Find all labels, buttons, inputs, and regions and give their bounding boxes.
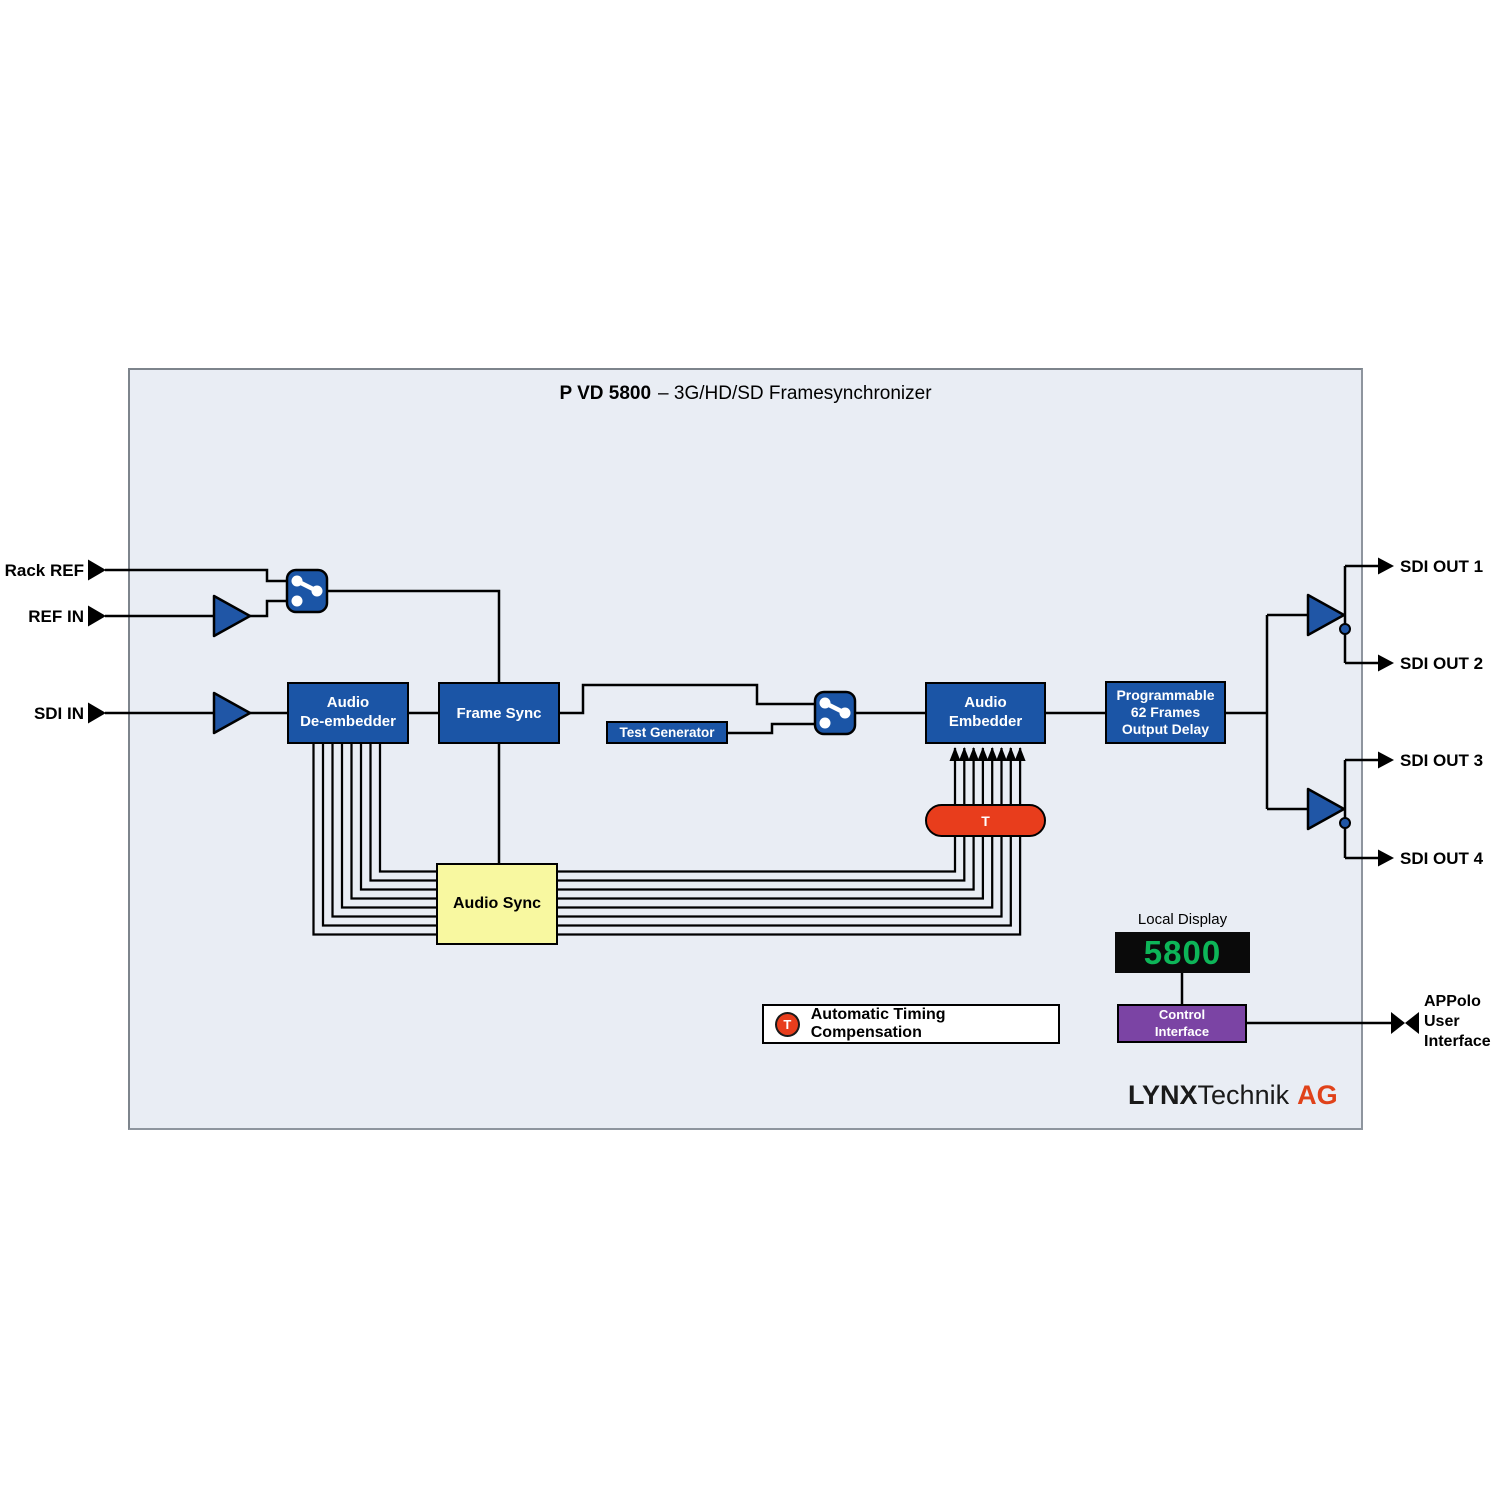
buffer-amp-icon [1306, 593, 1346, 637]
wire-rack-ref [105, 568, 296, 583]
port-marker-icon [88, 559, 106, 581]
signal-arrowhead-icon [996, 747, 1007, 761]
signal-arrowhead-icon [949, 747, 961, 761]
block-output-delay: Programmable 62 Frames Output Delay [1105, 681, 1226, 744]
port-label-rack-ref: Rack REF [4, 561, 84, 580]
block-audio-deembedder: Audio De-embedder [287, 682, 409, 744]
buffer-amps [212, 593, 1346, 831]
port-label-appolo: APPolo User Interface [1424, 993, 1491, 1050]
buffer-amp-icon [212, 594, 252, 638]
audio-bus-arrowheads [949, 747, 1026, 761]
port-label-sdi-in: SDI IN [33, 704, 84, 723]
wire-testgen-to-switch [728, 722, 817, 735]
legend-text: Automatic Timing Compensation [810, 1006, 946, 1041]
reference-crossover-switch-icon [285, 568, 329, 614]
port-label-sdi-out-4: SDI OUT 4 [1400, 849, 1484, 868]
wire-refswitch-to-framesync [326, 589, 501, 684]
signal-arrowhead-icon [1378, 654, 1394, 672]
local-display: 5800 [1115, 932, 1250, 973]
port-label-ref-in: REF IN [28, 607, 84, 626]
logo-lynx: LYNX [1128, 1080, 1198, 1110]
signal-arrowhead-icon [1378, 751, 1394, 769]
signal-arrowhead-icon [1014, 747, 1026, 761]
wire-framesync-to-switch [560, 683, 817, 715]
port-label-sdi-out-2: SDI OUT 2 [1400, 654, 1484, 673]
local-display-caption: Local Display [1137, 911, 1228, 928]
buffer-amp-icon [212, 691, 252, 735]
audio-bus-left [312, 744, 438, 936]
block-frame-sync: Frame Sync [438, 682, 560, 744]
signal-arrowhead-icon [958, 747, 970, 761]
logo-ag: AG [1297, 1080, 1338, 1110]
testsignal-crossover-switch-icon [813, 690, 857, 736]
junction-node-icon [1339, 623, 1351, 635]
signal-arrowhead-icon [986, 747, 998, 761]
signal-arrowhead-icon [1005, 747, 1017, 761]
port-marker-icon [88, 702, 106, 724]
output-arrowheads [1378, 557, 1394, 867]
input-port-markers [88, 559, 106, 724]
title-subtitle: – 3G/HD/SD Framesynchronizer [658, 383, 932, 404]
model-name: P VD 5800 [559, 383, 652, 404]
audio-bus-right [558, 748, 1022, 936]
buffer-amp-icon [1306, 787, 1346, 831]
junction-node-icon [1339, 817, 1351, 829]
block-audio-embedder: Audio Embedder [925, 682, 1046, 744]
port-label-sdi-out-1: SDI OUT 1 [1400, 557, 1484, 576]
bidirectional-link-icon [1391, 1012, 1419, 1034]
block-audio-sync: Audio Sync [436, 863, 558, 945]
wire-ref-in-b [249, 599, 296, 618]
block-control-interface: Control Interface [1117, 1004, 1247, 1043]
timing-compensation-icon: T [775, 1011, 800, 1037]
signal-arrowhead-icon [1378, 849, 1394, 867]
signal-arrowhead-icon [968, 747, 980, 761]
port-label-sdi-out-3: SDI OUT 3 [1400, 751, 1484, 770]
diagram-title: P VD 5800 – 3G/HD/SD Framesynchronizer [128, 383, 1363, 405]
logo-technik: Technik [1197, 1080, 1290, 1110]
diagram-panel [128, 368, 1363, 1130]
signal-arrowhead-icon [1378, 557, 1394, 575]
legend: T Automatic Timing Compensation [762, 1004, 1060, 1044]
local-display-value: 5800 [1143, 933, 1222, 971]
block-test-generator: Test Generator [606, 721, 728, 744]
timing-compensation-icon: T [925, 804, 1046, 837]
port-marker-icon [88, 605, 106, 627]
signal-arrowhead-icon [977, 747, 989, 761]
